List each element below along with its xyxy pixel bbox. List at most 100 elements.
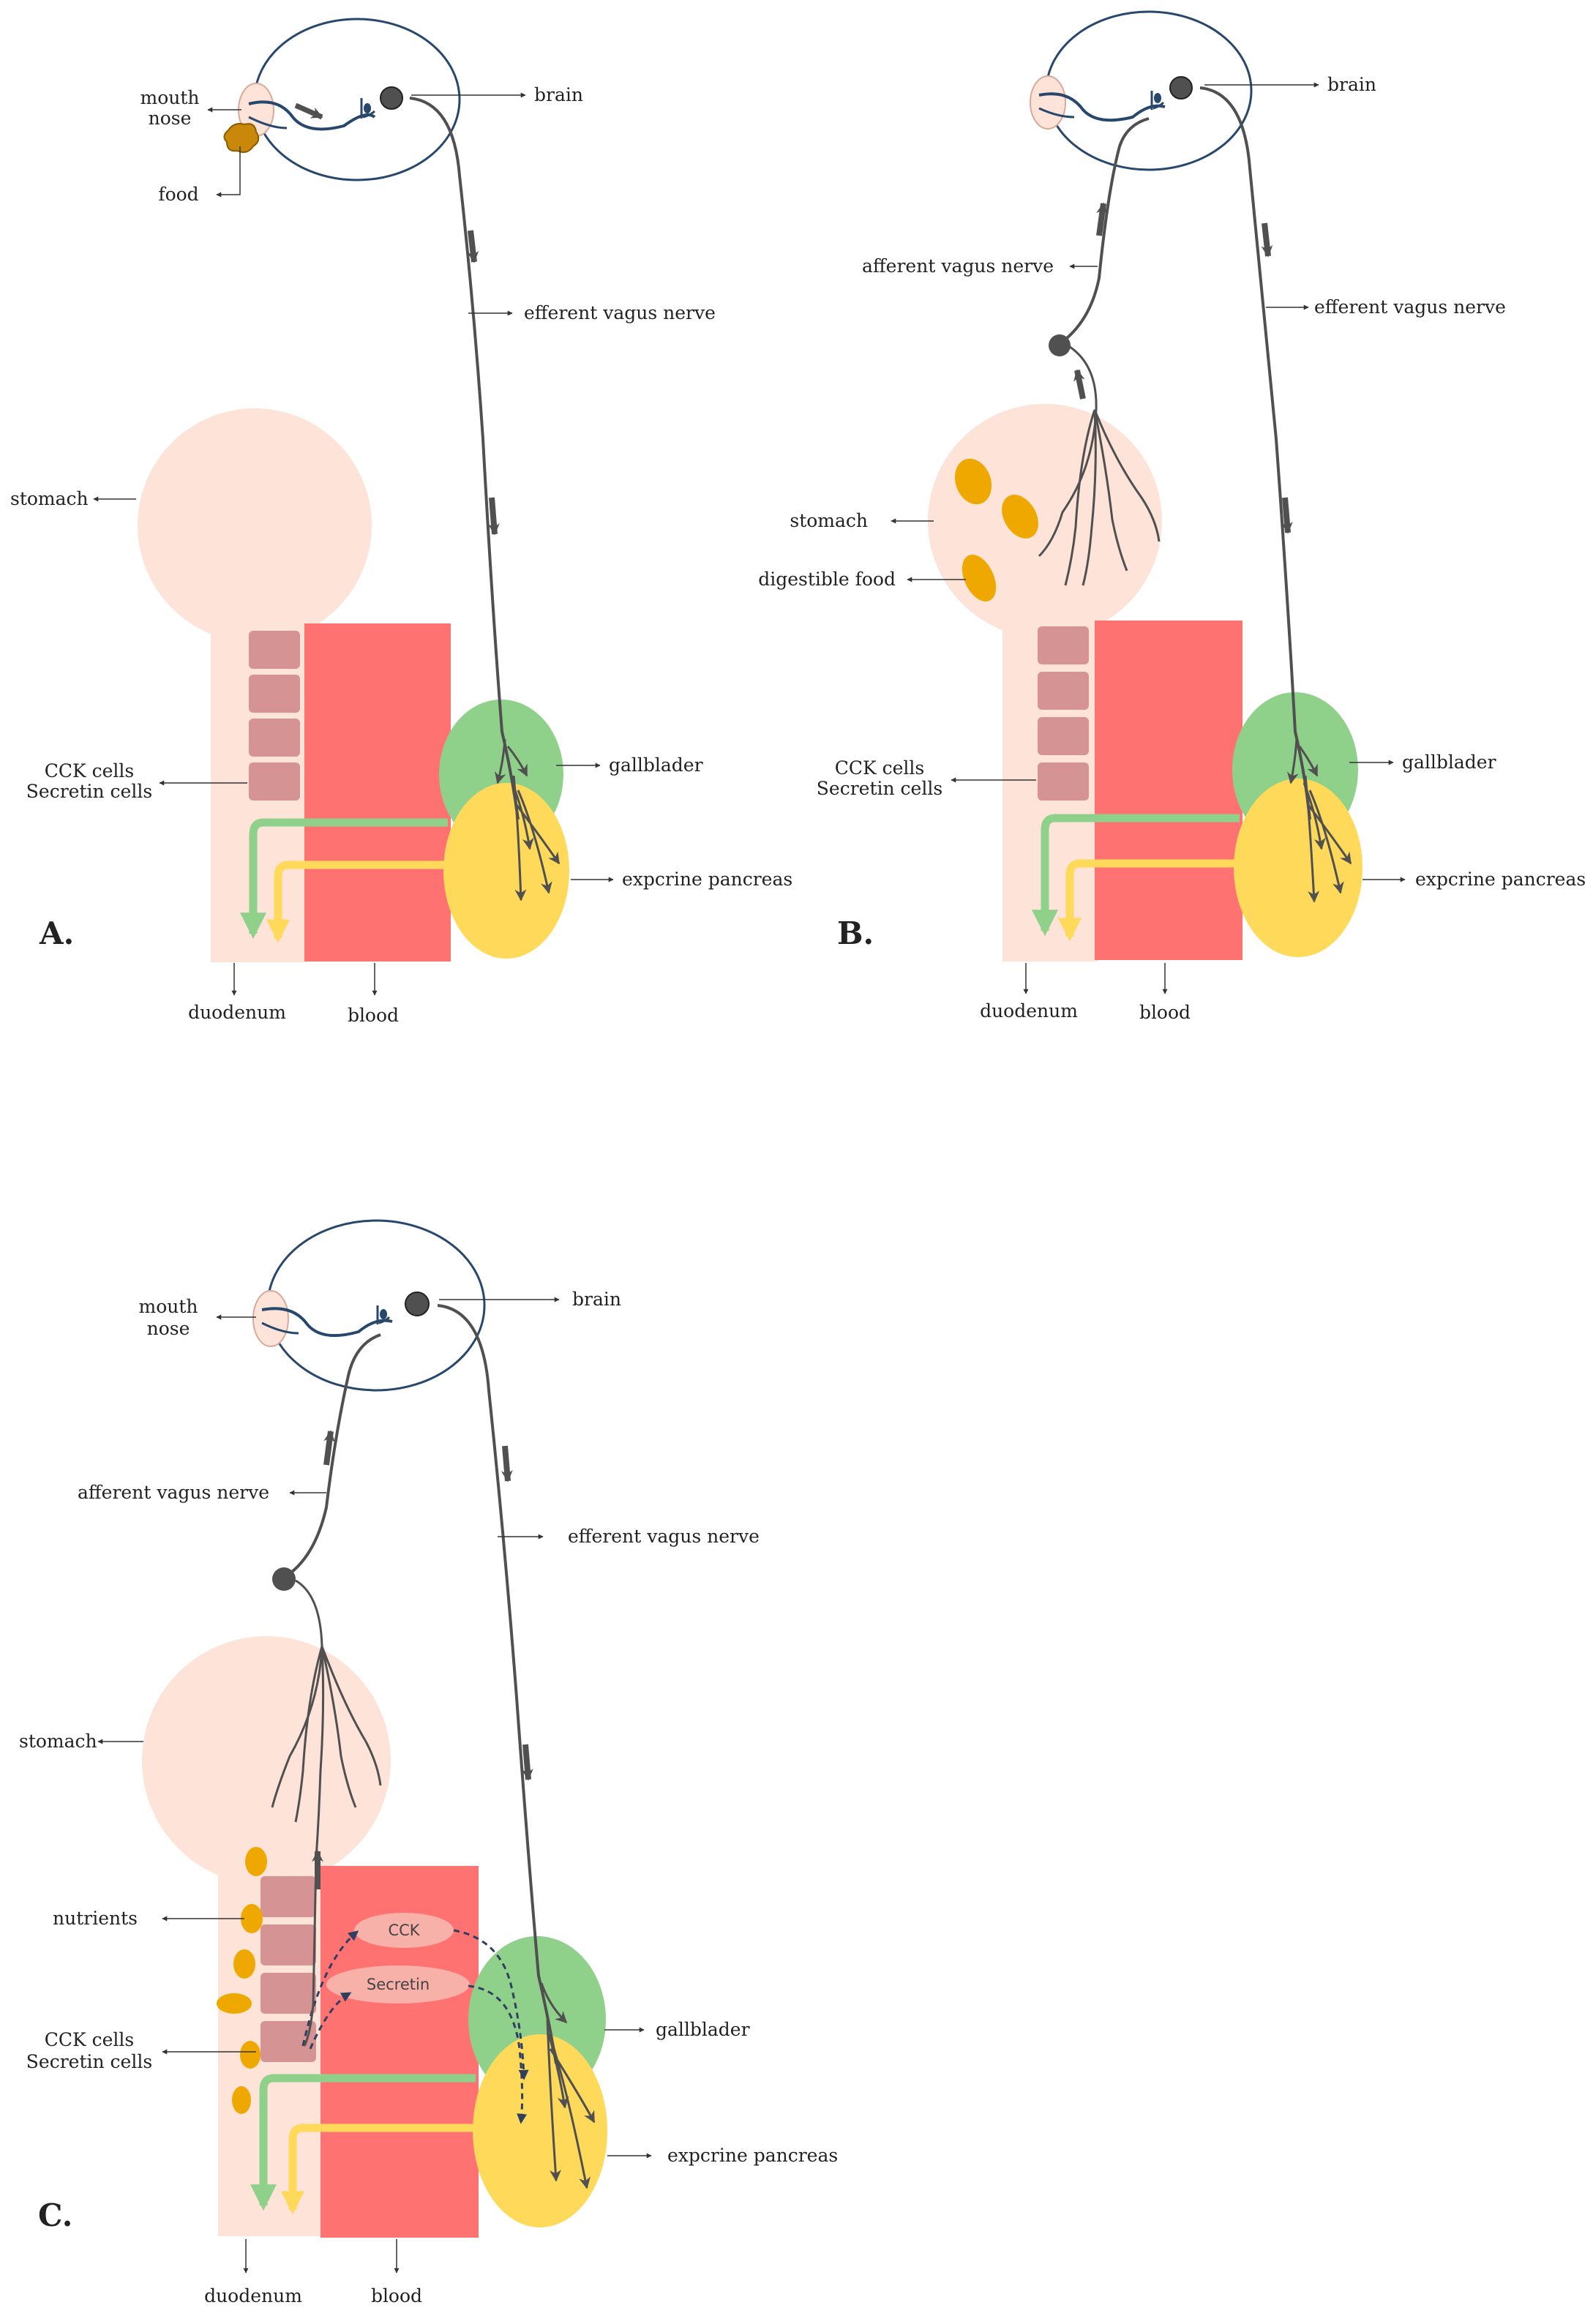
- label-cck-cells: CCK cells: [45, 2029, 135, 2050]
- label-digestible-food: digestible food: [758, 569, 896, 590]
- secretin-hormone-oval: [326, 1965, 470, 2003]
- label-gallbladder: gallblader: [1402, 751, 1496, 773]
- label-secretin-cells: Secretin cells: [26, 2051, 152, 2072]
- pancreas-shape: [1234, 779, 1363, 957]
- nutrient-particles: [217, 1847, 267, 2114]
- label-nose: nose: [149, 108, 192, 129]
- digestible-food-particles: [954, 458, 1038, 601]
- panel-label-c: C.: [38, 2197, 72, 2233]
- label-food: food: [158, 184, 198, 205]
- label-gallbladder: gallblader: [656, 2019, 750, 2040]
- label-secretin-cells: Secretin cells: [26, 781, 152, 802]
- brain-nucleus: [380, 86, 403, 110]
- label-stomach: stomach: [790, 510, 868, 531]
- label-blood: blood: [371, 2285, 422, 2306]
- label-efferent-vagus-nerve: efferent vagus nerve: [568, 1526, 760, 1547]
- efferent-vagus-nerve: [437, 1304, 558, 2064]
- label-afferent-vagus-nerve: afferent vagus nerve: [78, 1482, 269, 1503]
- label-duodenum: duodenum: [980, 1000, 1078, 1022]
- bile-flow-arrow: [1032, 814, 1240, 937]
- afferent-direction-arrow-2: [1096, 202, 1108, 236]
- label-stomach: stomach: [10, 488, 89, 509]
- label-mouth: mouth: [140, 87, 199, 108]
- pancreatic-juice-arrow: [1058, 859, 1240, 942]
- cck-secretin-cells: [260, 1876, 316, 2062]
- signal-arrow: [294, 102, 323, 120]
- nodose-ganglion: [1049, 334, 1071, 356]
- efferent-direction-arrow-1: [467, 230, 479, 263]
- nerve-endings: [494, 738, 561, 902]
- brain-nucleus: [1169, 76, 1193, 100]
- label-nose: nose: [147, 1318, 190, 1339]
- label-cck-cells: CCK cells: [835, 757, 925, 779]
- blood-vessel: [1095, 621, 1242, 960]
- label-brain: brain: [572, 1289, 621, 1310]
- label-cck: CCK: [388, 1922, 420, 1939]
- panel-c: CCK Secretin: [19, 1219, 838, 2306]
- stomach-shape: [138, 408, 372, 642]
- efferent-direction-arrow-2: [521, 1744, 533, 1781]
- afferent-vagus-nerve: [1058, 117, 1150, 345]
- bile-flow-arrow: [240, 818, 448, 940]
- mouth-nose-organ: [1030, 75, 1066, 130]
- label-nutrients: nutrients: [53, 1908, 138, 1929]
- panel-b: brain afferent vagus nerve efferent vagu…: [758, 10, 1586, 1023]
- label-efferent-vagus-nerve: efferent vagus nerve: [1314, 296, 1506, 318]
- nerve-endings: [1286, 738, 1352, 903]
- label-exocrine-pancreas: expcrine pancreas: [667, 2145, 838, 2166]
- blood-vessel: [304, 623, 451, 962]
- brain-nucleus: [405, 1292, 430, 1316]
- afferent-nerve-endings: [1038, 345, 1161, 586]
- label-mouth: mouth: [138, 1296, 198, 1317]
- panel-label-a: A.: [39, 915, 74, 951]
- nodose-ganglion: [272, 1567, 296, 1591]
- label-exocrine-pancreas: expcrine pancreas: [622, 869, 792, 890]
- efferent-direction-arrow-1: [1261, 222, 1273, 258]
- label-efferent-vagus-nerve: efferent vagus nerve: [524, 302, 716, 323]
- label-gallbladder: gallblader: [609, 754, 703, 776]
- cck-secretin-cells: [1038, 626, 1089, 801]
- stomach-shape: [928, 404, 1162, 638]
- cck-secretin-cells: [249, 631, 300, 801]
- label-cck-cells: CCK cells: [45, 760, 135, 781]
- label-exocrine-pancreas: expcrine pancreas: [1415, 869, 1586, 890]
- brain-outline: [253, 18, 461, 181]
- label-duodenum: duodenum: [188, 1002, 286, 1023]
- efferent-vagus-nerve: [1199, 86, 1311, 820]
- label-blood: blood: [1139, 1002, 1191, 1023]
- pancreas-shape: [443, 783, 569, 959]
- nerve-endings: [540, 1982, 596, 2189]
- efferent-direction-arrow-2: [487, 497, 500, 536]
- brain-outline: [266, 1219, 486, 1392]
- afferent-direction-arrow-2: [323, 1430, 336, 1466]
- label-stomach: stomach: [19, 1731, 97, 1752]
- pancreatic-juice-arrow: [281, 2124, 476, 2215]
- brain-outline: [1045, 10, 1253, 171]
- label-secretin-cells: Secretin cells: [817, 778, 942, 799]
- panel-label-b: B.: [837, 915, 874, 951]
- label-secretin: Secretin: [367, 1976, 430, 1993]
- efferent-vagus-nerve: [409, 97, 520, 820]
- afferent-vagus-nerve: [282, 1333, 381, 1579]
- sensory-nerve: [1038, 92, 1166, 122]
- panel-a: mouth nose food brain efferent vagus ner…: [10, 18, 792, 1026]
- sensory-nerve: [261, 1307, 393, 1338]
- label-brain: brain: [534, 84, 583, 105]
- hormone-release-paths: [301, 1929, 529, 2124]
- stomach-shape: [142, 1636, 391, 1885]
- label-duodenum: duodenum: [204, 2285, 302, 2306]
- label-afferent-vagus-nerve: afferent vagus nerve: [862, 255, 1054, 277]
- label-blood: blood: [348, 1005, 399, 1026]
- label-pointers: [93, 92, 614, 996]
- label-brain: brain: [1327, 74, 1376, 95]
- efferent-direction-arrow-2: [1281, 497, 1293, 534]
- pancreas-shape: [473, 2034, 607, 2227]
- label-pointers: [891, 82, 1406, 994]
- mouth-nose-organ: [252, 1290, 289, 1347]
- food-blob: [223, 123, 260, 153]
- cck-hormone-oval: [354, 1913, 454, 1948]
- bile-flow-arrow: [250, 2074, 476, 2211]
- label-pointers: [97, 1297, 652, 2274]
- afferent-direction-arrow-1: [1073, 369, 1086, 400]
